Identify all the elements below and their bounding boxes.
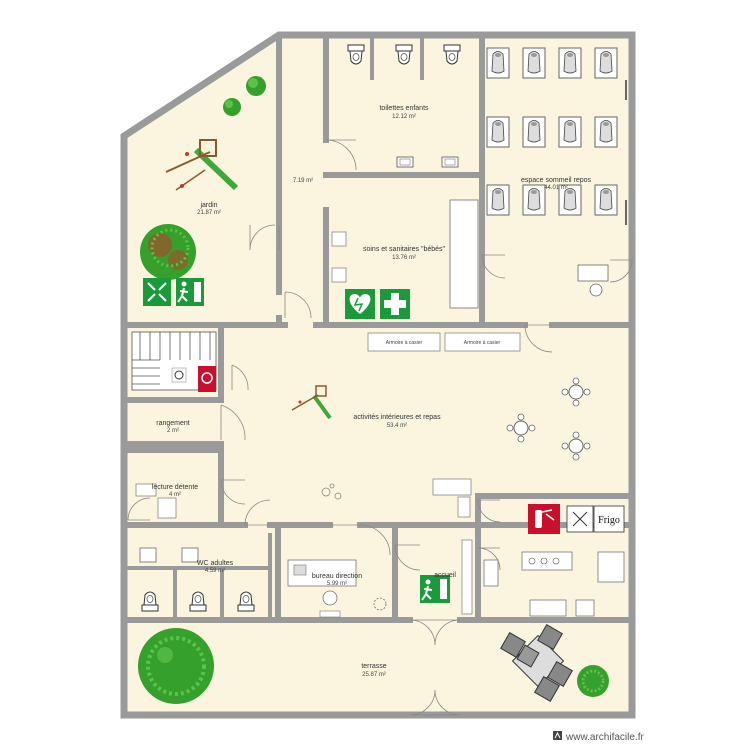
bureau-label: bureau direction xyxy=(312,573,362,580)
activity-room xyxy=(291,332,591,518)
jardin-area: 21.87 m² xyxy=(197,210,221,216)
rangement-area: 2 m² xyxy=(167,428,179,434)
frigo-label: Frigo xyxy=(598,515,620,526)
walls xyxy=(120,31,636,719)
terrasse-area: 25.87 m² xyxy=(362,672,386,678)
office xyxy=(287,559,387,618)
toys xyxy=(321,483,342,500)
jardin-label: jardin xyxy=(199,202,217,209)
sleeping-area-cribs xyxy=(486,47,627,297)
emergency-exit-icon xyxy=(420,575,450,603)
toilettes-enfants-label: toilettes enfants xyxy=(379,105,429,112)
adult-wc xyxy=(139,547,255,612)
tree-icon xyxy=(138,628,214,704)
espace-sommeil-area: 44.01 m² xyxy=(544,185,568,191)
tree-icon xyxy=(577,665,609,697)
lecture-area: 4 m² xyxy=(169,492,181,498)
activites-area: 53.4 m² xyxy=(387,423,407,429)
terrasse-label: terrasse xyxy=(361,663,386,670)
couloir-area: 7.19 m² xyxy=(293,178,313,184)
first-aid-icon xyxy=(380,289,410,319)
defibrillator-icon xyxy=(345,289,375,319)
cabinet-label-2: Armoire à casier xyxy=(464,340,501,346)
toilettes-enfants-area: 12.12 m² xyxy=(392,114,416,120)
watermark: www.archifacile.fr xyxy=(565,732,644,743)
terrace xyxy=(138,624,609,704)
emergency-exit-icon xyxy=(143,278,204,306)
soins-area: 13.76 m² xyxy=(392,255,416,261)
bureau-area: 5.99 m² xyxy=(327,581,347,587)
fire-hose-icon xyxy=(171,366,216,392)
accueil-label: accueil xyxy=(434,572,456,579)
logo-icon xyxy=(553,731,562,740)
doors xyxy=(127,139,633,716)
wc-adultes-label: WC adultes xyxy=(197,560,234,567)
espace-sommeil-label: espace sommeil repos xyxy=(521,177,592,184)
wc-adultes-area: 4.59 m² xyxy=(205,568,225,574)
kitchen xyxy=(483,504,625,617)
lecture-label: lecture détente xyxy=(152,484,198,491)
soins-label: soins et sanitaires "bébés" xyxy=(363,246,446,253)
playground-icon xyxy=(165,139,239,191)
reading-corner xyxy=(135,483,177,519)
tree-icon xyxy=(223,98,241,116)
baby-care-room xyxy=(331,199,479,319)
playground-icon xyxy=(291,385,332,420)
rangement-label: rangement xyxy=(156,420,190,427)
tree-icon xyxy=(246,76,266,96)
tree-icon xyxy=(140,224,196,280)
garden-trees xyxy=(140,76,266,280)
fire-extinguisher-icon xyxy=(528,504,560,534)
cabinet-label-1: Armoire à casier xyxy=(386,340,423,346)
activites-label: activités intérieures et repas xyxy=(353,414,441,421)
table-chairs-icon xyxy=(500,624,573,702)
reception xyxy=(420,539,473,615)
